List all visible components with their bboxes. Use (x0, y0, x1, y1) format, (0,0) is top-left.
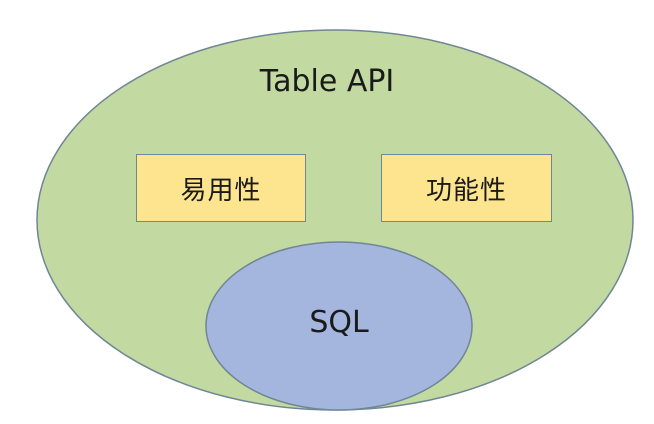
usability-label: 易用性 (180, 175, 262, 206)
sql-ellipse (205, 241, 473, 411)
functionality-label: 功能性 (425, 175, 507, 206)
usability-box: 易用性 (136, 154, 306, 222)
functionality-box: 功能性 (381, 154, 552, 222)
table-api-label: Table API (259, 64, 395, 99)
sql-label: SQL (309, 305, 369, 340)
